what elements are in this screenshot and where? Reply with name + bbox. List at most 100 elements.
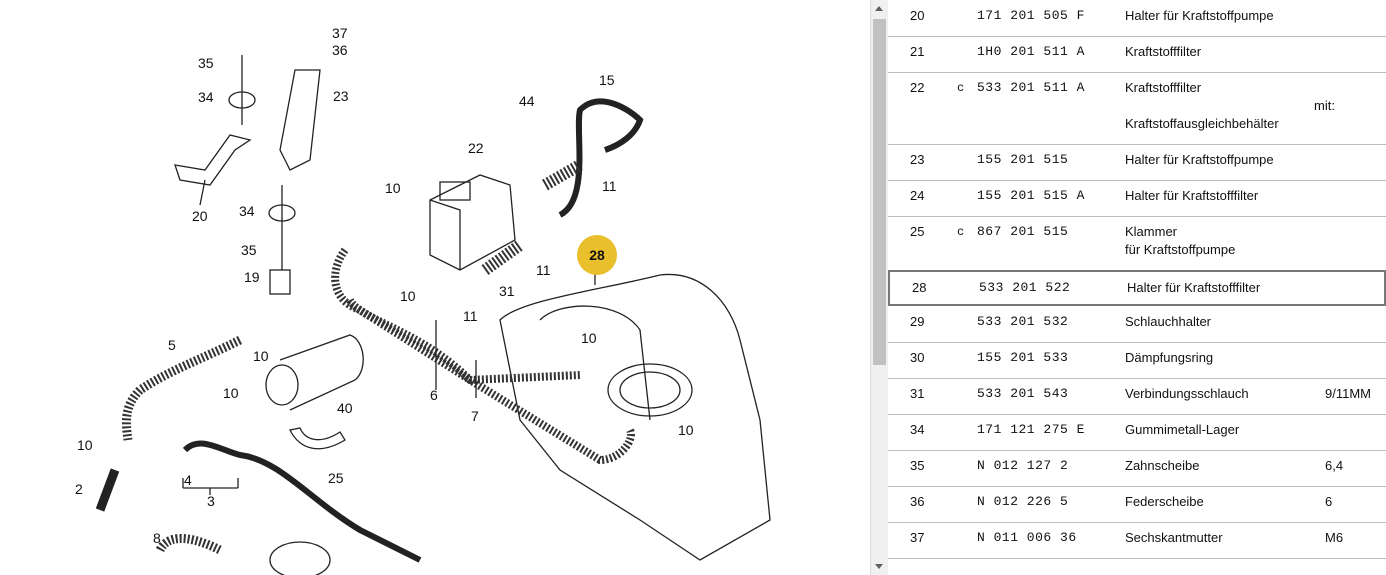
callout-label[interactable]: 11 bbox=[602, 178, 617, 194]
part-description: Verbindungsschlauch bbox=[1125, 386, 1249, 401]
part-number: 533 201 543 bbox=[977, 386, 1069, 401]
parts-table-row[interactable]: 34 171 121 275 E Gummimetall-Lager bbox=[888, 414, 1386, 451]
callout-label[interactable]: 10 bbox=[253, 348, 269, 364]
callout-label[interactable]: 7 bbox=[471, 408, 479, 424]
parts-list: 20 171 201 505 F Halter für Kraftstoffpump… bbox=[888, 0, 1386, 575]
callout-label[interactable]: 37 bbox=[332, 25, 348, 41]
part-number: N 012 127 2 bbox=[977, 458, 1069, 473]
part-description: Kraftstoffausgleichbehälter bbox=[1125, 116, 1279, 131]
callout-label[interactable]: 6 bbox=[430, 387, 438, 403]
part-description: Klammer bbox=[1125, 224, 1178, 239]
callout-label[interactable]: 25 bbox=[328, 470, 344, 486]
part-position: 31 bbox=[910, 386, 925, 401]
part-position: 22 bbox=[910, 80, 925, 95]
callout-label[interactable]: 10 bbox=[400, 288, 416, 304]
scroll-up-arrow-icon[interactable] bbox=[871, 0, 888, 17]
part-description: Kraftstofffilter bbox=[1125, 80, 1202, 95]
callout-label[interactable]: 19 bbox=[244, 269, 260, 285]
part-quantity: 9/11MM bbox=[1325, 386, 1371, 401]
part-position: 35 bbox=[910, 458, 925, 473]
part-number: 533 201 511 A bbox=[977, 80, 1085, 95]
parts-diagram: 37 36 35 34 23 20 34 35 19 44 15 22 10 1… bbox=[75, 25, 771, 575]
part-position: 29 bbox=[910, 314, 925, 329]
part-description: Sechskantmutter bbox=[1125, 530, 1223, 545]
part-description: Kraftstofffilter bbox=[1125, 44, 1202, 59]
scrollbar-thumb[interactable] bbox=[873, 19, 886, 365]
part-position: 23 bbox=[910, 152, 925, 167]
callout-label[interactable]: 34 bbox=[198, 89, 214, 105]
callout-label[interactable]: 8 bbox=[153, 530, 161, 546]
part-description: Gummimetall-Lager bbox=[1125, 422, 1240, 437]
callout-label[interactable]: 36 bbox=[332, 42, 348, 58]
callout-label[interactable]: 15 bbox=[599, 72, 615, 88]
parts-table-row[interactable]: 30 155 201 533 Dämpfungsring bbox=[888, 342, 1386, 379]
part-quantity: 6,4 bbox=[1325, 458, 1344, 473]
part-number: 1H0 201 511 A bbox=[977, 44, 1085, 59]
part-position: 24 bbox=[910, 188, 925, 203]
part-description: Halter für Kraftstofffilter bbox=[1125, 188, 1259, 203]
part-position: 34 bbox=[910, 422, 925, 437]
part-number: 533 201 522 bbox=[979, 280, 1071, 295]
parts-table-row[interactable]: 37 N 011 006 36 Sechskantmutter M6 bbox=[888, 522, 1386, 559]
callout-label[interactable]: 3 bbox=[207, 493, 215, 509]
part-position: 37 bbox=[910, 530, 925, 545]
part-description: Halter für Kraftstofffilter bbox=[1127, 280, 1261, 295]
part-number: N 011 006 36 bbox=[977, 530, 1077, 545]
scroll-down-arrow-icon[interactable] bbox=[871, 558, 888, 575]
parts-table-row[interactable]: 20 171 201 505 F Halter für Kraftstoffpump… bbox=[888, 0, 1386, 37]
callout-label[interactable]: 44 bbox=[519, 93, 535, 109]
callout-label[interactable]: 5 bbox=[168, 337, 176, 353]
part-number: 155 201 515 A bbox=[977, 188, 1085, 203]
parts-table-row[interactable]: 25 c 867 201 515 Klammer für Kraftstoffpumpe bbox=[888, 216, 1386, 271]
highlighted-callout-badge[interactable]: 28 bbox=[577, 235, 617, 275]
part-number: 155 201 533 bbox=[977, 350, 1069, 365]
callout-label[interactable]: 4 bbox=[184, 472, 192, 488]
part-description: Dämpfungsring bbox=[1125, 350, 1214, 365]
callout-label[interactable]: 10 bbox=[223, 385, 239, 401]
callout-label[interactable]: 10 bbox=[678, 422, 694, 438]
callout-label[interactable]: 22 bbox=[468, 140, 484, 156]
part-description: für Kraftstoffpumpe bbox=[1125, 242, 1236, 257]
callout-label[interactable]: 40 bbox=[337, 400, 353, 416]
part-description: Federscheibe bbox=[1125, 494, 1204, 509]
part-number: 171 121 275 E bbox=[977, 422, 1085, 437]
callout-label[interactable]: 10 bbox=[385, 180, 401, 196]
part-position: 25 bbox=[910, 224, 925, 239]
callout-label[interactable]: 2 bbox=[75, 481, 83, 497]
part-number: 155 201 515 bbox=[977, 152, 1069, 167]
callout-label[interactable]: 23 bbox=[333, 88, 349, 104]
part-description: Zahnscheibe bbox=[1125, 458, 1200, 473]
part-description: Halter für Kraftstoffpumpe bbox=[1125, 8, 1274, 23]
callout-label[interactable]: 10 bbox=[581, 330, 597, 346]
parts-table-row[interactable]: 28 533 201 522 Halter für Kraftstofffilter bbox=[888, 270, 1386, 306]
parts-table-row[interactable]: 35 N 012 127 2 Zahnscheibe 6,4 bbox=[888, 450, 1386, 487]
part-mark: c bbox=[957, 81, 965, 95]
callout-label[interactable]: 34 bbox=[239, 203, 255, 219]
part-description: Schlauchhalter bbox=[1125, 314, 1211, 329]
parts-table-row[interactable]: 23 155 201 515 Halter für Kraftstoffpumpe bbox=[888, 144, 1386, 181]
part-position: 28 bbox=[912, 280, 927, 295]
part-description: Halter für Kraftstoffpumpe bbox=[1125, 152, 1274, 167]
vertical-scrollbar[interactable] bbox=[870, 0, 888, 575]
part-quantity: M6 bbox=[1325, 530, 1344, 545]
callout-label[interactable]: 11 bbox=[536, 262, 551, 278]
callout-label[interactable]: 20 bbox=[192, 208, 208, 224]
part-position: 30 bbox=[910, 350, 925, 365]
parts-table-row[interactable]: 24 155 201 515 A Halter für Kraftstofffilt… bbox=[888, 180, 1386, 217]
part-quantity: 6 bbox=[1325, 494, 1333, 509]
callout-label[interactable]: 31 bbox=[499, 283, 515, 299]
part-number: 867 201 515 bbox=[977, 224, 1069, 239]
parts-table-row[interactable]: 31 533 201 543 Verbindungsschlauch 9/11MM bbox=[888, 378, 1386, 415]
callout-label[interactable]: 35 bbox=[241, 242, 257, 258]
callout-label[interactable]: 35 bbox=[198, 55, 214, 71]
callout-label[interactable]: 10 bbox=[77, 437, 93, 453]
part-number: N 012 226 5 bbox=[977, 494, 1069, 509]
callout-label[interactable]: 11 bbox=[463, 308, 478, 324]
part-number: 171 201 505 F bbox=[977, 8, 1085, 23]
part-mark: c bbox=[957, 225, 965, 239]
part-position: 20 bbox=[910, 8, 925, 23]
